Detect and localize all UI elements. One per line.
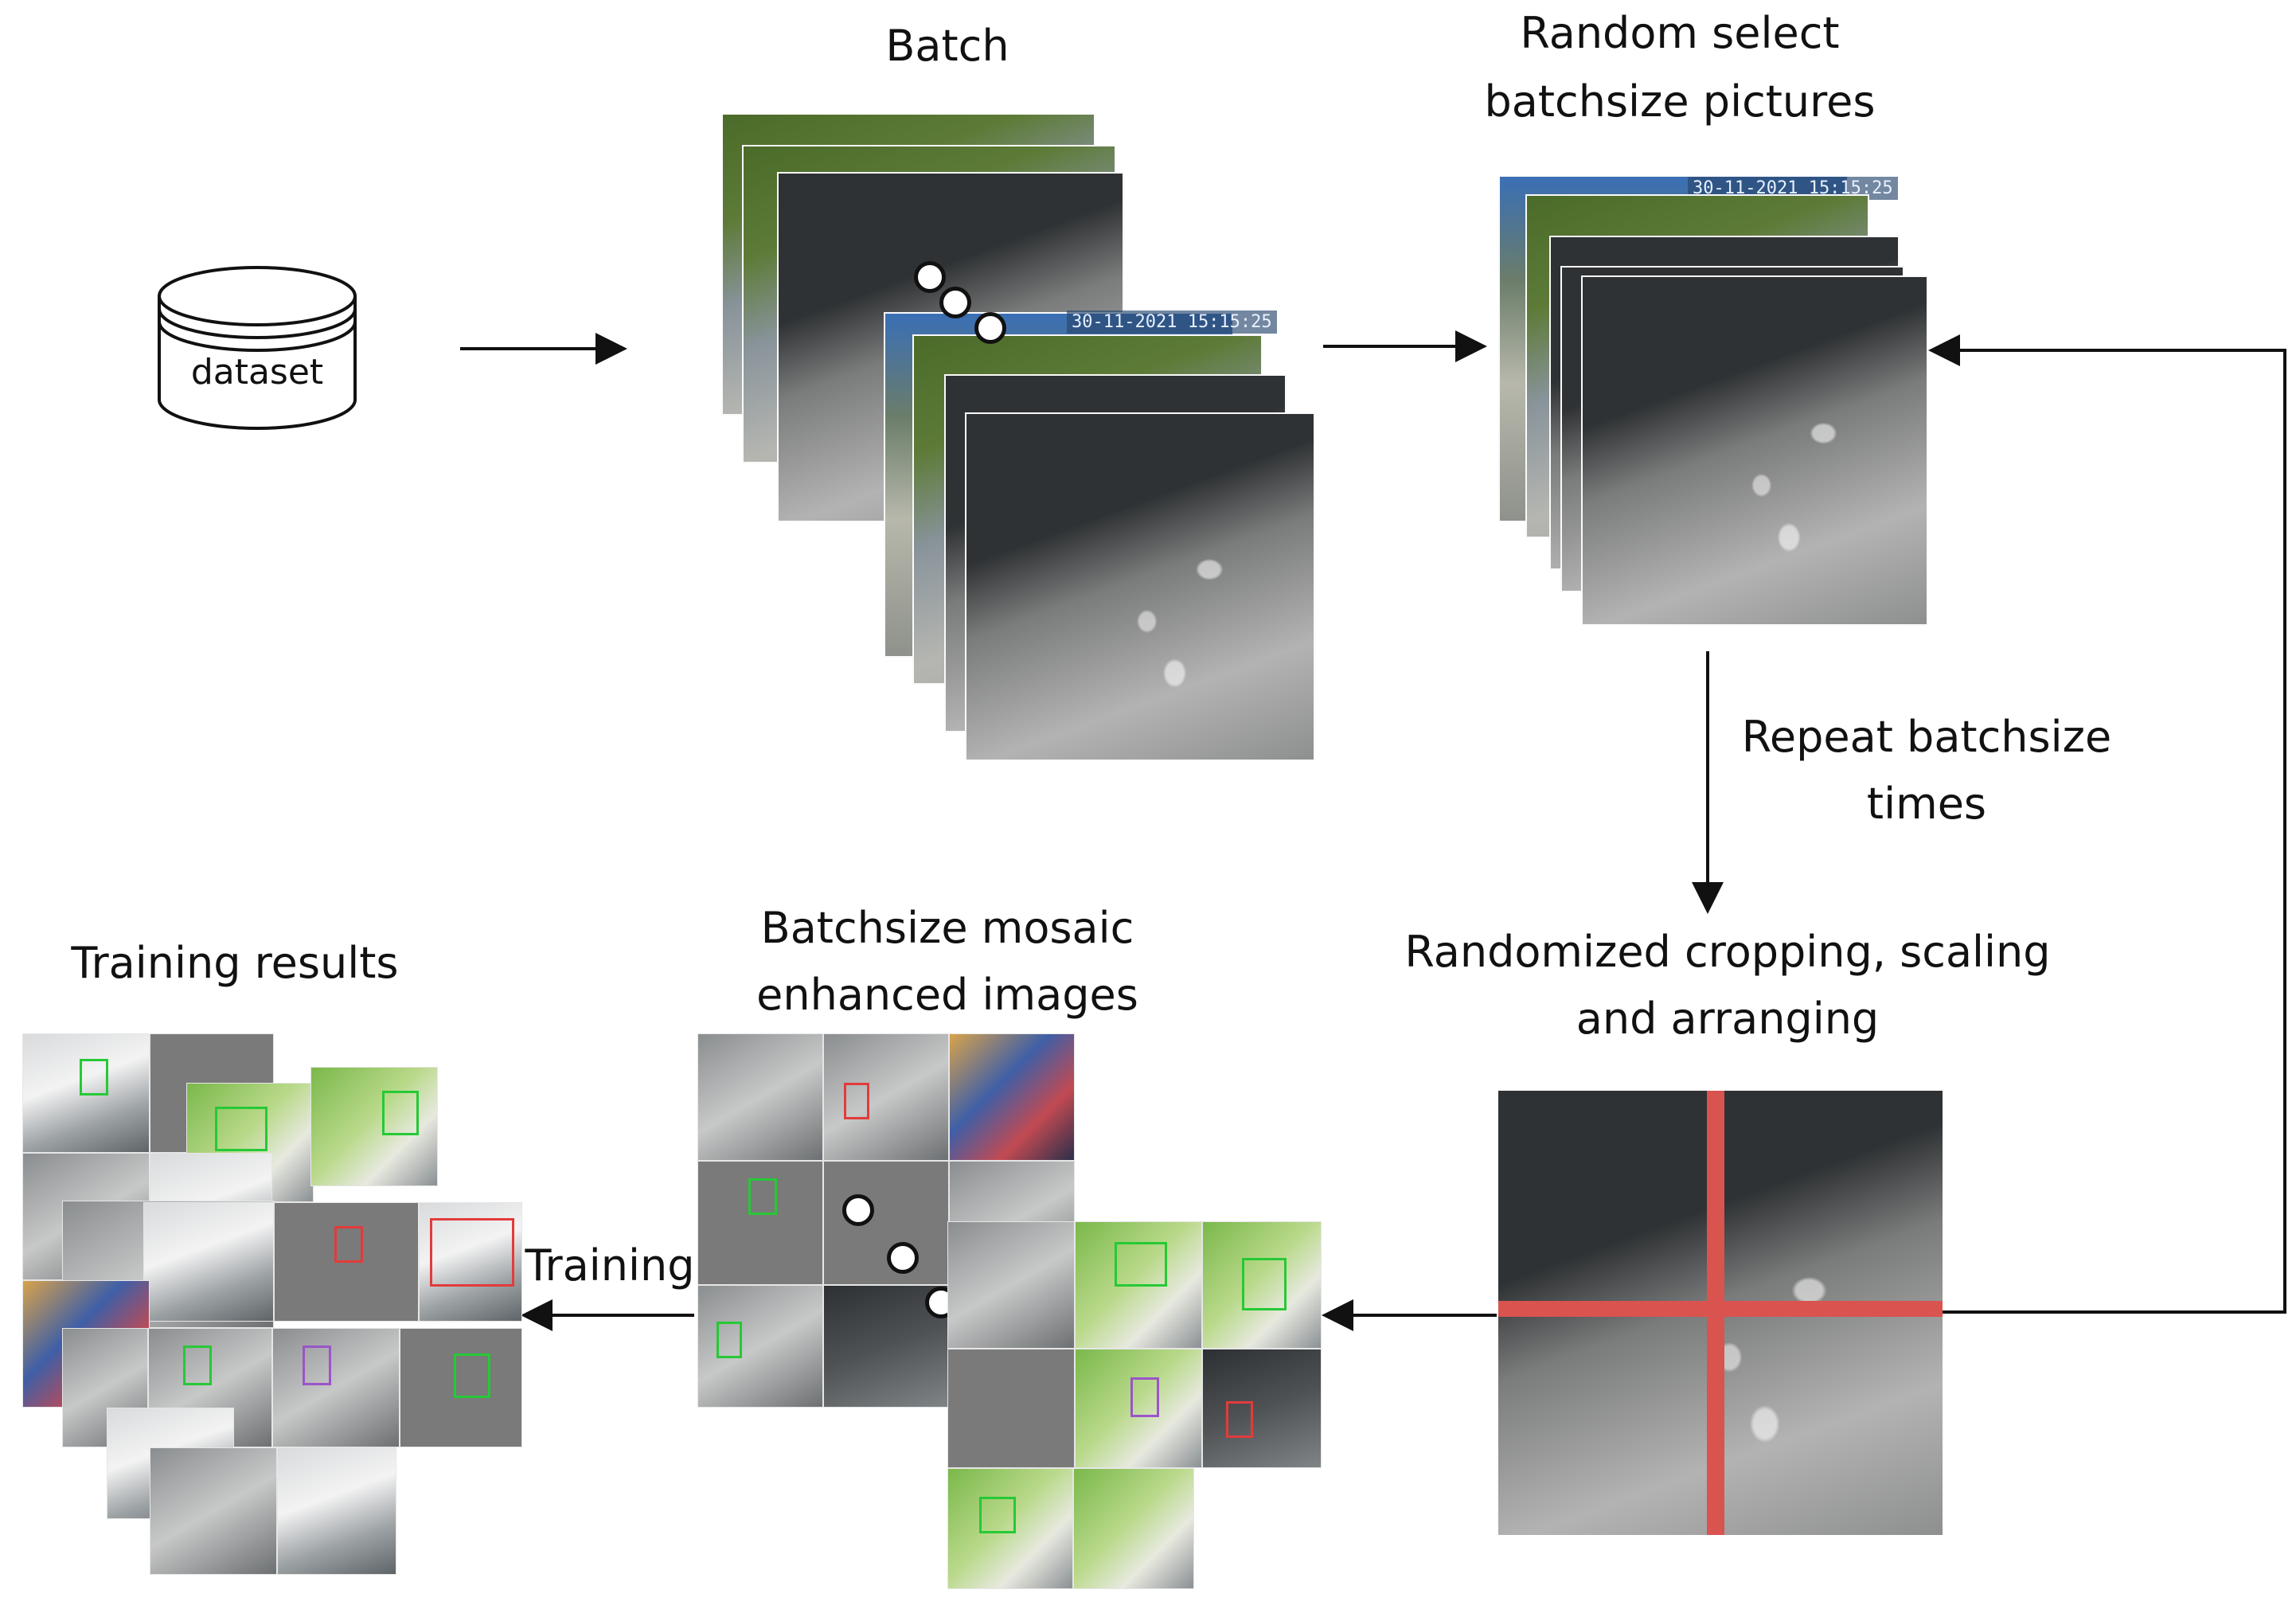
- result-tile: [150, 1447, 277, 1575]
- dataset-node: dataset: [156, 264, 358, 432]
- result-tile: [400, 1328, 522, 1447]
- mosaic-title-2: enhanced images: [756, 970, 1138, 1020]
- detection-box: [334, 1226, 363, 1263]
- batch-frame-7: [965, 412, 1315, 761]
- random-frame-5: [1581, 275, 1928, 626]
- detection-box: [1242, 1258, 1287, 1310]
- mosaic-tile: [697, 1033, 823, 1161]
- batch-title: Batch: [885, 21, 1009, 71]
- mosaic-tile: [1202, 1221, 1322, 1349]
- result-tile: [143, 1202, 274, 1322]
- random-select-title-2: batchsize pictures: [1484, 76, 1876, 127]
- mosaic-tile: [1075, 1349, 1202, 1468]
- detection-box: [382, 1091, 419, 1135]
- ellipsis-dot-1: [914, 261, 946, 293]
- result-tile: [272, 1328, 400, 1447]
- detection-box: [1130, 1377, 1159, 1417]
- mosaic-tile: [823, 1033, 949, 1161]
- mosaic-tile: [1073, 1468, 1194, 1589]
- batch-timestamp: 30-11-2021 15:15:25: [1067, 310, 1277, 334]
- result-tile: [419, 1202, 522, 1322]
- mosaic-tile: [947, 1468, 1073, 1589]
- ellipsis-dot-4: [842, 1194, 874, 1226]
- detection-box: [183, 1345, 212, 1385]
- randomized-label-1: Randomized cropping, scaling: [1404, 927, 2051, 977]
- randomized-label-2: and arranging: [1576, 994, 1880, 1044]
- repeat-label-1: Repeat batchsize: [1741, 712, 2112, 762]
- database-icon: [158, 266, 357, 430]
- mosaic-tile: [949, 1033, 1075, 1161]
- result-tile: [277, 1447, 396, 1575]
- mosaic-tile: [1202, 1349, 1322, 1468]
- mosaic-tile: [947, 1221, 1075, 1349]
- random-select-title-1: Random select: [1520, 8, 1840, 58]
- mosaic-title-1: Batchsize mosaic: [760, 903, 1134, 953]
- detection-box: [1115, 1242, 1167, 1287]
- detection-box: [1226, 1401, 1253, 1438]
- training-results-title: Training results: [71, 938, 399, 988]
- detection-box: [979, 1497, 1016, 1533]
- mosaic-tile: [697, 1161, 823, 1285]
- training-label: Training: [525, 1240, 695, 1291]
- detection-box: [303, 1345, 331, 1385]
- crop-image: [1498, 1091, 1943, 1535]
- detection-box: [844, 1083, 869, 1119]
- detection-box: [80, 1059, 108, 1096]
- ellipsis-dot-5: [887, 1242, 919, 1274]
- detection-box: [748, 1178, 777, 1215]
- detection-box: [454, 1353, 490, 1398]
- detection-box: [215, 1107, 267, 1151]
- result-tile: [310, 1067, 438, 1186]
- mosaic-tile: [947, 1349, 1075, 1468]
- ellipsis-dot-2: [939, 287, 971, 318]
- repeat-label-2: times: [1866, 779, 1987, 829]
- crop-line-horizontal: [1498, 1301, 1943, 1317]
- detection-box: [717, 1322, 742, 1358]
- dataset-label: dataset: [190, 352, 324, 393]
- detection-box: [430, 1218, 514, 1287]
- mosaic-tile: [823, 1161, 949, 1285]
- ellipsis-dot-3: [974, 312, 1006, 344]
